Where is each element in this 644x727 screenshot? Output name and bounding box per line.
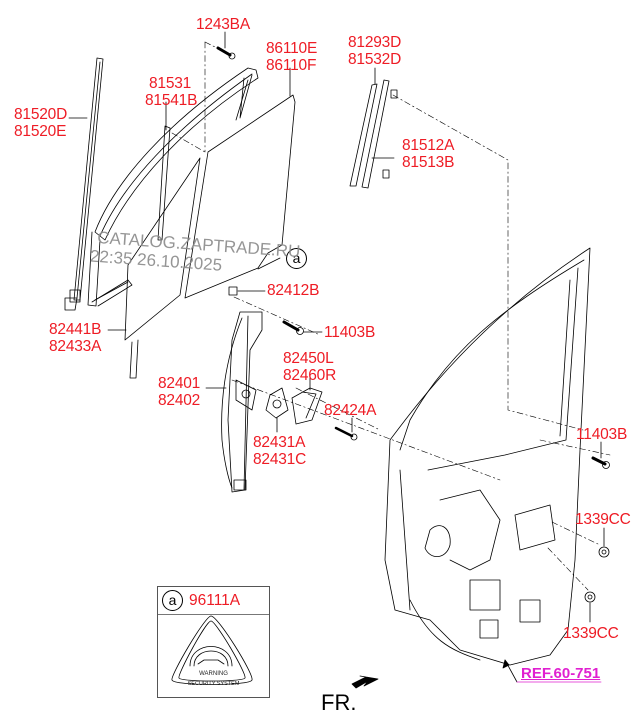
door-sash-frame-81531 xyxy=(87,67,259,307)
bolt-1243BA xyxy=(216,31,236,60)
label-82431[interactable]: 82431A 82431C xyxy=(253,434,307,468)
label-82450[interactable]: 82450L 82460R xyxy=(283,350,337,384)
assembly-lines xyxy=(171,41,611,591)
rear-glass-86110 xyxy=(184,94,296,299)
label-81531[interactable]: 81531 81541B xyxy=(145,75,198,109)
label-1339CC-lower[interactable]: 1339CC xyxy=(563,625,619,642)
bracket-82431A xyxy=(265,387,289,433)
nut-1339CC-upper xyxy=(598,527,610,558)
legend-callout-a: a xyxy=(162,590,183,611)
label-11403B-top[interactable]: 11403B xyxy=(324,324,376,341)
nut-1339CC-lower xyxy=(584,591,596,623)
warning-sticker-icon xyxy=(171,615,253,685)
clip-82412B xyxy=(228,286,266,296)
ref-arrow xyxy=(502,659,602,683)
sticker-warning-text: WARNING xyxy=(199,671,228,677)
rear-channels-81293-81512 xyxy=(349,67,398,189)
label-86110[interactable]: 86110E 86110F xyxy=(266,40,318,74)
label-1339CC-upper[interactable]: 1339CC xyxy=(575,511,631,528)
label-82412B[interactable]: 82412B xyxy=(267,282,320,299)
legend-header: a 96111A xyxy=(158,587,269,615)
label-81293[interactable]: 81293D 81532D xyxy=(348,34,402,68)
label-82424A[interactable]: 82424A xyxy=(324,402,377,419)
regulator-82401 xyxy=(205,311,263,493)
label-82441[interactable]: 82441B 82433A xyxy=(49,321,102,355)
label-82401[interactable]: 82401 82402 xyxy=(158,375,201,409)
leader-lines xyxy=(68,67,395,331)
legend-part-96111A[interactable]: 96111A xyxy=(189,592,241,609)
door-panel xyxy=(384,247,591,666)
bolt-11403B-right xyxy=(591,441,610,469)
label-81520[interactable]: 81520D 81520E xyxy=(14,106,68,140)
legend-box: a 96111A WARNING SECURITY SYSTEM xyxy=(157,586,270,698)
label-81512[interactable]: 81512A 81513B xyxy=(402,137,455,171)
screw-82424A xyxy=(334,417,358,441)
label-1243BA[interactable]: 1243BA xyxy=(196,16,250,33)
front-glass-82441 xyxy=(124,157,201,379)
front-direction-arrow xyxy=(351,675,379,689)
bolt-11403B-top xyxy=(282,320,323,335)
run-channel-81520 xyxy=(64,57,104,311)
callout-a[interactable]: a xyxy=(286,248,307,269)
reference-link[interactable]: REF.60-751 xyxy=(521,665,601,682)
front-direction-label: FR. xyxy=(321,690,357,715)
motor-82450L xyxy=(291,374,323,425)
sticker-security-text: SECURITY SYSTEM xyxy=(187,681,240,687)
label-11403B-right[interactable]: 11403B xyxy=(576,426,628,443)
